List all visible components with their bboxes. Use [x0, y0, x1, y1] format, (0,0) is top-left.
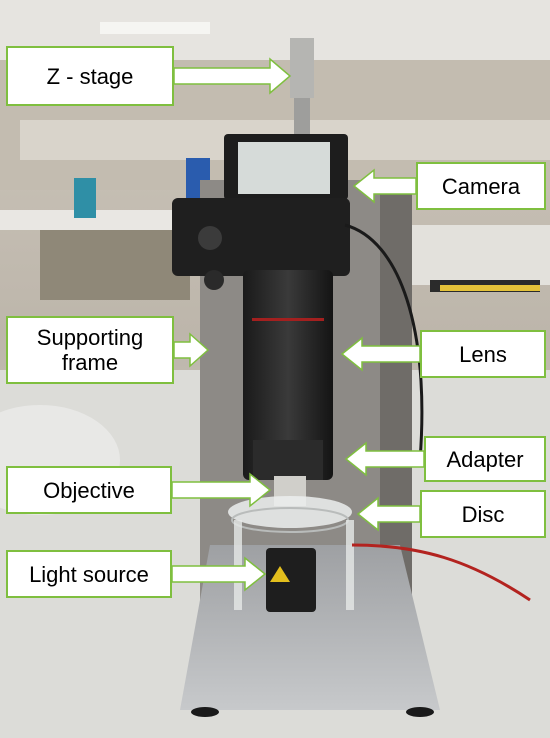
- camera-knob: [204, 270, 224, 290]
- left-cabinet: [40, 230, 190, 300]
- adapter-ring: [253, 440, 323, 480]
- camera-screen: [238, 142, 330, 194]
- label-disc: Disc: [420, 490, 546, 538]
- label-camera: Camera: [416, 162, 546, 210]
- label-adapter: Adapter: [424, 436, 546, 482]
- rod-right: [346, 520, 354, 610]
- foot-left: [191, 707, 219, 717]
- lens-barrel: [243, 270, 333, 480]
- light-source: [266, 548, 316, 612]
- red-cable: [351, 543, 531, 602]
- camera-body: [172, 198, 350, 276]
- lens-red-ring: [252, 318, 324, 321]
- micrometer-barrel: [294, 98, 310, 134]
- ceiling-light: [100, 22, 210, 34]
- left-bench: [0, 210, 200, 230]
- label-lens: Lens: [420, 330, 546, 378]
- rod-left: [234, 520, 242, 610]
- micrometer-knob: [290, 38, 314, 98]
- foot-right: [406, 707, 434, 717]
- right-bench: [410, 225, 550, 285]
- black-cable: [344, 223, 424, 461]
- blue-bottle: [74, 178, 96, 218]
- label-objective: Objective: [6, 466, 172, 514]
- warning-label: [270, 566, 290, 582]
- label-z-stage: Z - stage: [6, 46, 174, 106]
- camera-dial: [198, 226, 222, 250]
- label-light-source: Light source: [6, 550, 172, 598]
- label-supporting-frame: Supporting frame: [6, 316, 174, 384]
- yellow-stripe: [440, 285, 540, 291]
